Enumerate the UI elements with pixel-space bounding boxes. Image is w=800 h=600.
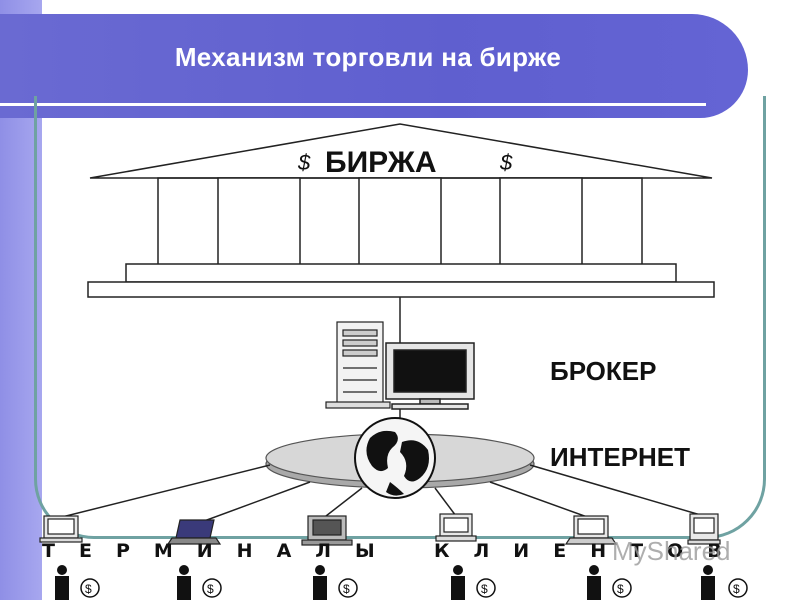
money-bag-icon: $ [202, 578, 222, 598]
server-tower-icon [325, 321, 391, 409]
client-person-icon [177, 565, 191, 600]
money-bag-icon: $ [612, 578, 632, 598]
exchange-dollar-right: $ [499, 150, 513, 175]
client-person-icon [451, 565, 465, 600]
terminals-word-left: ТЕРМИНАЛЫ [42, 540, 399, 562]
watermark-logo: MyShared [612, 536, 731, 566]
client-person-icon [701, 565, 715, 600]
client-computer-icon [39, 515, 83, 543]
svg-text:$: $ [343, 582, 350, 596]
svg-text:$: $ [85, 582, 92, 596]
slide-title: Механизм торговли на бирже [174, 42, 562, 72]
money-bag-icon: $ [338, 578, 358, 598]
money-bag-icon: $ [476, 578, 496, 598]
globe-icon [354, 417, 436, 499]
svg-text:$: $ [733, 582, 740, 596]
money-bag-icon: $ [728, 578, 748, 598]
broker-label: БРОКЕР [550, 356, 656, 386]
header-band [0, 14, 748, 118]
client-person-icon [55, 565, 69, 600]
client-computer-icon [687, 513, 721, 545]
client-computer-icon [301, 515, 353, 546]
exchange-dollar-left: $ [297, 150, 311, 175]
terminals-word-right: КЛИЕНТОВ [434, 540, 746, 562]
client-person-icon [587, 565, 601, 600]
internet-label: ИНТЕРНЕТ [550, 442, 690, 472]
header-underline [0, 103, 706, 106]
money-bag-icon: $ [80, 578, 100, 598]
content-frame [34, 96, 766, 539]
svg-text:$: $ [617, 582, 624, 596]
exchange-label: БИРЖА [325, 146, 437, 179]
svg-text:$: $ [481, 582, 488, 596]
exchange-building-icon [87, 123, 715, 298]
monitor-icon [385, 342, 475, 410]
client-computer-icon [564, 515, 618, 545]
client-person-icon [313, 565, 327, 600]
terminal-links [61, 464, 705, 525]
client-computer-icon [166, 519, 222, 545]
client-computer-icon [435, 513, 477, 542]
svg-text:$: $ [207, 582, 214, 596]
